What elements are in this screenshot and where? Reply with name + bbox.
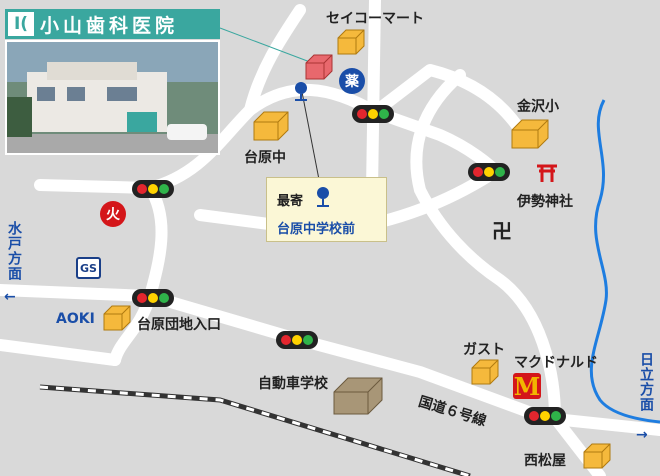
label-kanazawa: 金沢小 xyxy=(517,99,559,115)
label-gusto: ガスト xyxy=(463,342,505,358)
direction-mito-arrow: ← xyxy=(4,289,16,305)
upper-right-road xyxy=(369,64,526,136)
clinic-header: I( 小山歯科医院 xyxy=(5,9,220,39)
torii-icon xyxy=(537,164,557,182)
gas-station-icon: GS xyxy=(76,257,101,279)
bus-stop-prefix: 最寄 xyxy=(277,194,304,209)
seicomart-road xyxy=(366,0,381,196)
clinic-box-icon xyxy=(305,54,333,80)
label-seicomart: セイコーマート xyxy=(326,11,424,27)
label-ise: 伊勢神社 xyxy=(517,194,573,210)
label-nishimatsuya: 西松屋 xyxy=(524,453,566,469)
direction-hitachi-arrow: → xyxy=(636,427,648,443)
temple-icon: 卍 xyxy=(492,219,512,243)
main-curve-road xyxy=(34,84,506,194)
clinic-photo xyxy=(5,40,220,155)
label-mcd: マクドナルド xyxy=(514,355,598,371)
label-danchi: 台原団地入口 xyxy=(137,317,221,333)
direction-hitachi: 日立方面 xyxy=(638,352,654,412)
direction-mito: 水戸方面 xyxy=(6,221,22,281)
pharmacy-icon: 薬 xyxy=(339,68,365,94)
label-daiharachu: 台原中 xyxy=(244,150,286,166)
bus-stop-icon xyxy=(295,82,307,101)
upper-road xyxy=(244,4,306,116)
kanazawa-road xyxy=(410,69,561,424)
mcdonalds-icon: M xyxy=(513,371,541,401)
clinic-name: 小山歯科医院 xyxy=(40,14,179,37)
label-driving: 自動車学校 xyxy=(258,376,328,392)
traffic-light-icon xyxy=(132,105,566,425)
label-aoki: AOKI xyxy=(56,311,95,327)
building-icon xyxy=(103,29,611,469)
bus-stop-name: 台原中学校前 xyxy=(277,222,356,237)
bus-stop-callout: 最寄 台原中学校前 xyxy=(266,177,387,242)
bus-stop-icon xyxy=(317,187,329,207)
fire-station-icon: 火 xyxy=(100,201,126,227)
lower-left-road xyxy=(0,339,121,366)
river-icon xyxy=(589,99,660,424)
railway-icon xyxy=(39,384,471,476)
clinic-logo: I( xyxy=(8,12,34,36)
